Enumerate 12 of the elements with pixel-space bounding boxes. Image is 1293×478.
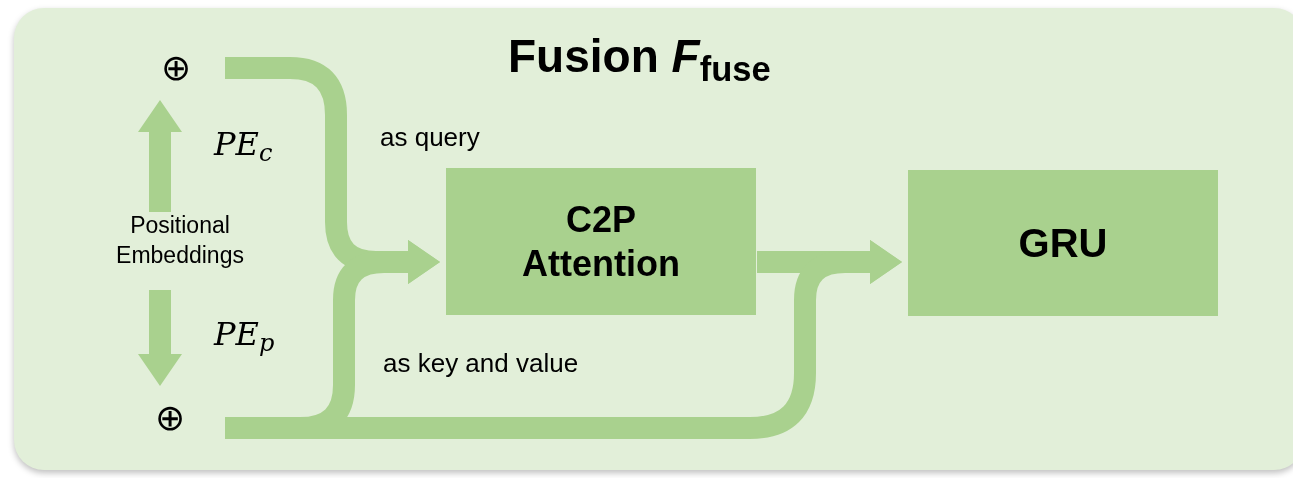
title: Fusion F$_{fuse}$ [508,29,771,86]
sum-symbol: ⊕ [150,42,202,94]
edge-label: PE$_{p}$ [214,314,275,358]
process-box: GRU [908,170,1218,316]
process-box: C2P Attention [446,168,756,315]
sum-symbol: ⊕ [144,392,196,444]
node-label: Positional Embeddings [90,210,270,270]
edge-label: as key and value [383,347,579,380]
arrow [138,290,182,386]
edge-label: PE$_{c}$ [214,124,273,168]
edge-label: as query [380,121,480,154]
arrow [138,100,182,212]
